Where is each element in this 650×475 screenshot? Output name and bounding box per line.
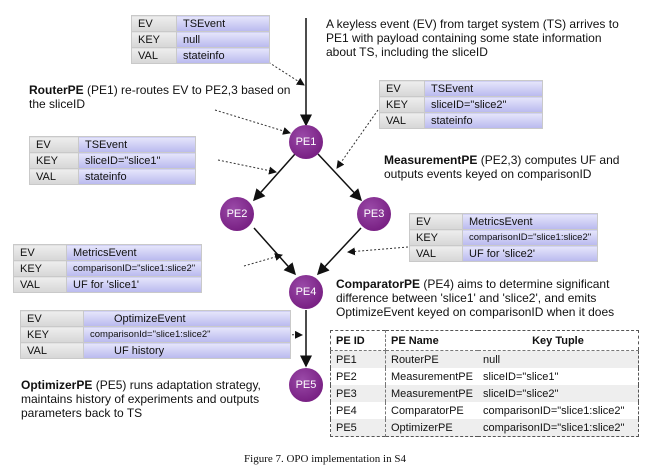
pointer-metrics-slice2 [347, 246, 409, 256]
cell-pe-name: ComparatorPE [391, 404, 464, 417]
cell-key-tuple: sliceID="slice1" [483, 370, 559, 383]
optimizer-pe-text: (PE5) runs adaptation strategy, maintain… [21, 378, 261, 420]
table-row: PE5 OptimizerPE comparisonID="slice1:sli… [330, 419, 639, 437]
event-field-label: KEY [409, 229, 463, 246]
node-pe3: PE3 [357, 197, 391, 231]
router-pe-name: RouterPE [29, 83, 84, 97]
event-field-label: EV [131, 15, 177, 32]
optimizer-pe-name: OptimizerPE [21, 378, 93, 392]
cell-key-tuple: null [478, 350, 639, 368]
cell-pe-name: MeasurementPE [391, 370, 473, 383]
cell-pe-id: PE1 [330, 350, 386, 368]
node-pe1: PE1 [289, 125, 323, 159]
arrow-pe1-to-pe2 [253, 153, 296, 202]
event-field-label: KEY [13, 260, 67, 277]
table-row: PE2 MeasurementPE sliceID="slice1" [330, 368, 639, 385]
cell-pe-name: OptimizerPE [385, 419, 478, 437]
intro-description: A keyless event (EV) from target system … [326, 17, 626, 59]
table-row: PE4 ComparatorPE comparisonID="slice1:sl… [330, 402, 639, 419]
cell-pe-id: PE5 [330, 419, 386, 437]
event-field-label: VAL [20, 342, 84, 359]
node-pe2: PE2 [220, 197, 254, 231]
event-field-label: VAL [131, 47, 177, 64]
pointer-slice2-event [336, 109, 379, 169]
event-field-value: comparisonID="slice1:slice2" [65, 260, 203, 277]
node-pe5: PE5 [289, 368, 323, 402]
event-field-value: TSEvent [424, 80, 543, 97]
table-row: PE1 RouterPE null [330, 350, 639, 368]
event-field-label: KEY [29, 152, 79, 169]
header-pe-name: PE Name [385, 330, 478, 351]
event-field-value: null [176, 31, 270, 48]
cell-key-tuple: sliceID="slice2" [478, 385, 639, 402]
node-pe4: PE4 [289, 275, 323, 309]
event-field-value: UF for 'slice2' [461, 245, 599, 262]
event-field-label: VAL [409, 245, 463, 262]
event-field-value: sliceID="slice1" [78, 152, 196, 169]
arrow-pe2-to-pe4 [253, 227, 296, 276]
event-field-label: EV [409, 213, 463, 230]
pe-summary-table: PE ID PE Name Key Tuple PE1 RouterPE nul… [330, 330, 639, 437]
header-key-tuple: Key Tuple [478, 330, 639, 351]
arrow-pe1-to-pe3 [317, 153, 363, 202]
cell-pe-name: RouterPE [385, 350, 478, 368]
event-field-value: comparisonID="slice1:slice2" [461, 229, 599, 246]
event-field-value: OptimizeEvent [83, 310, 291, 327]
pointer-router-desc [214, 109, 291, 135]
figure-caption: Figure 7. OPO implementation in S4 [244, 453, 406, 465]
event-field-label: EV [20, 310, 84, 327]
cell-pe-id: PE2 [330, 368, 386, 385]
event-field-value: MetricsEvent [65, 244, 203, 261]
event-field-label: VAL [379, 112, 425, 129]
measurement-pe-name: MeasurementPE [384, 153, 478, 167]
router-pe-text: (PE1) re-routes EV to PE2,3 based on the… [29, 83, 291, 111]
comparator-description: ComparatorPE (PE4) aims to determine sig… [336, 277, 648, 319]
measurement-pe-text: (PE2,3) computes UF and outputs events k… [384, 153, 620, 181]
event-field-label: VAL [29, 168, 79, 185]
event-field-label: EV [29, 136, 79, 153]
event-field-value: stateinfo [176, 47, 270, 64]
event-field-value: sliceID="slice2" [424, 96, 543, 113]
pointer-metrics-slice1 [243, 253, 283, 267]
router-description: RouterPE (PE1) re-routes EV to PE2,3 bas… [29, 83, 299, 111]
event-field-label: KEY [379, 96, 425, 113]
event-field-value: UF for 'slice1' [65, 276, 203, 293]
event-field-label: VAL [13, 276, 67, 293]
cell-pe-id: PE4 [330, 402, 386, 419]
header-pe-id: PE ID [330, 330, 386, 351]
cell-key-tuple: comparisonID="slice1:slice2" [483, 404, 625, 417]
comparator-pe-name: ComparatorPE [336, 277, 421, 291]
measurement-description: MeasurementPE (PE2,3) computes UF and ou… [384, 153, 624, 181]
event-field-value: TSEvent [176, 15, 270, 32]
event-field-value: comparisonId="slice1:slice2" [83, 326, 291, 343]
event-field-value: stateinfo [78, 168, 196, 185]
optimizer-description: OptimizerPE (PE5) runs adaptation strate… [21, 378, 291, 420]
pointer-slice1-event [217, 159, 277, 175]
cell-key-tuple: comparisonID="slice1:slice2" [478, 419, 639, 437]
event-field-label: KEY [20, 326, 84, 343]
arrow-pe3-to-pe4 [316, 227, 362, 276]
event-field-value: UF history [83, 342, 291, 359]
event-field-value: MetricsEvent [461, 213, 599, 230]
event-field-label: EV [13, 244, 67, 261]
event-field-value: stateinfo [424, 112, 543, 129]
table-row: PE3 MeasurementPE sliceID="slice2" [330, 385, 639, 402]
event-field-label: KEY [131, 31, 177, 48]
event-field-label: EV [379, 80, 425, 97]
comparator-pe-text: (PE4) aims to determine significant diff… [336, 277, 615, 319]
intro-text: A keyless event (EV) from target system … [326, 17, 619, 59]
cell-pe-id: PE3 [330, 385, 386, 402]
cell-pe-name: MeasurementPE [385, 385, 478, 402]
event-field-value: TSEvent [78, 136, 196, 153]
